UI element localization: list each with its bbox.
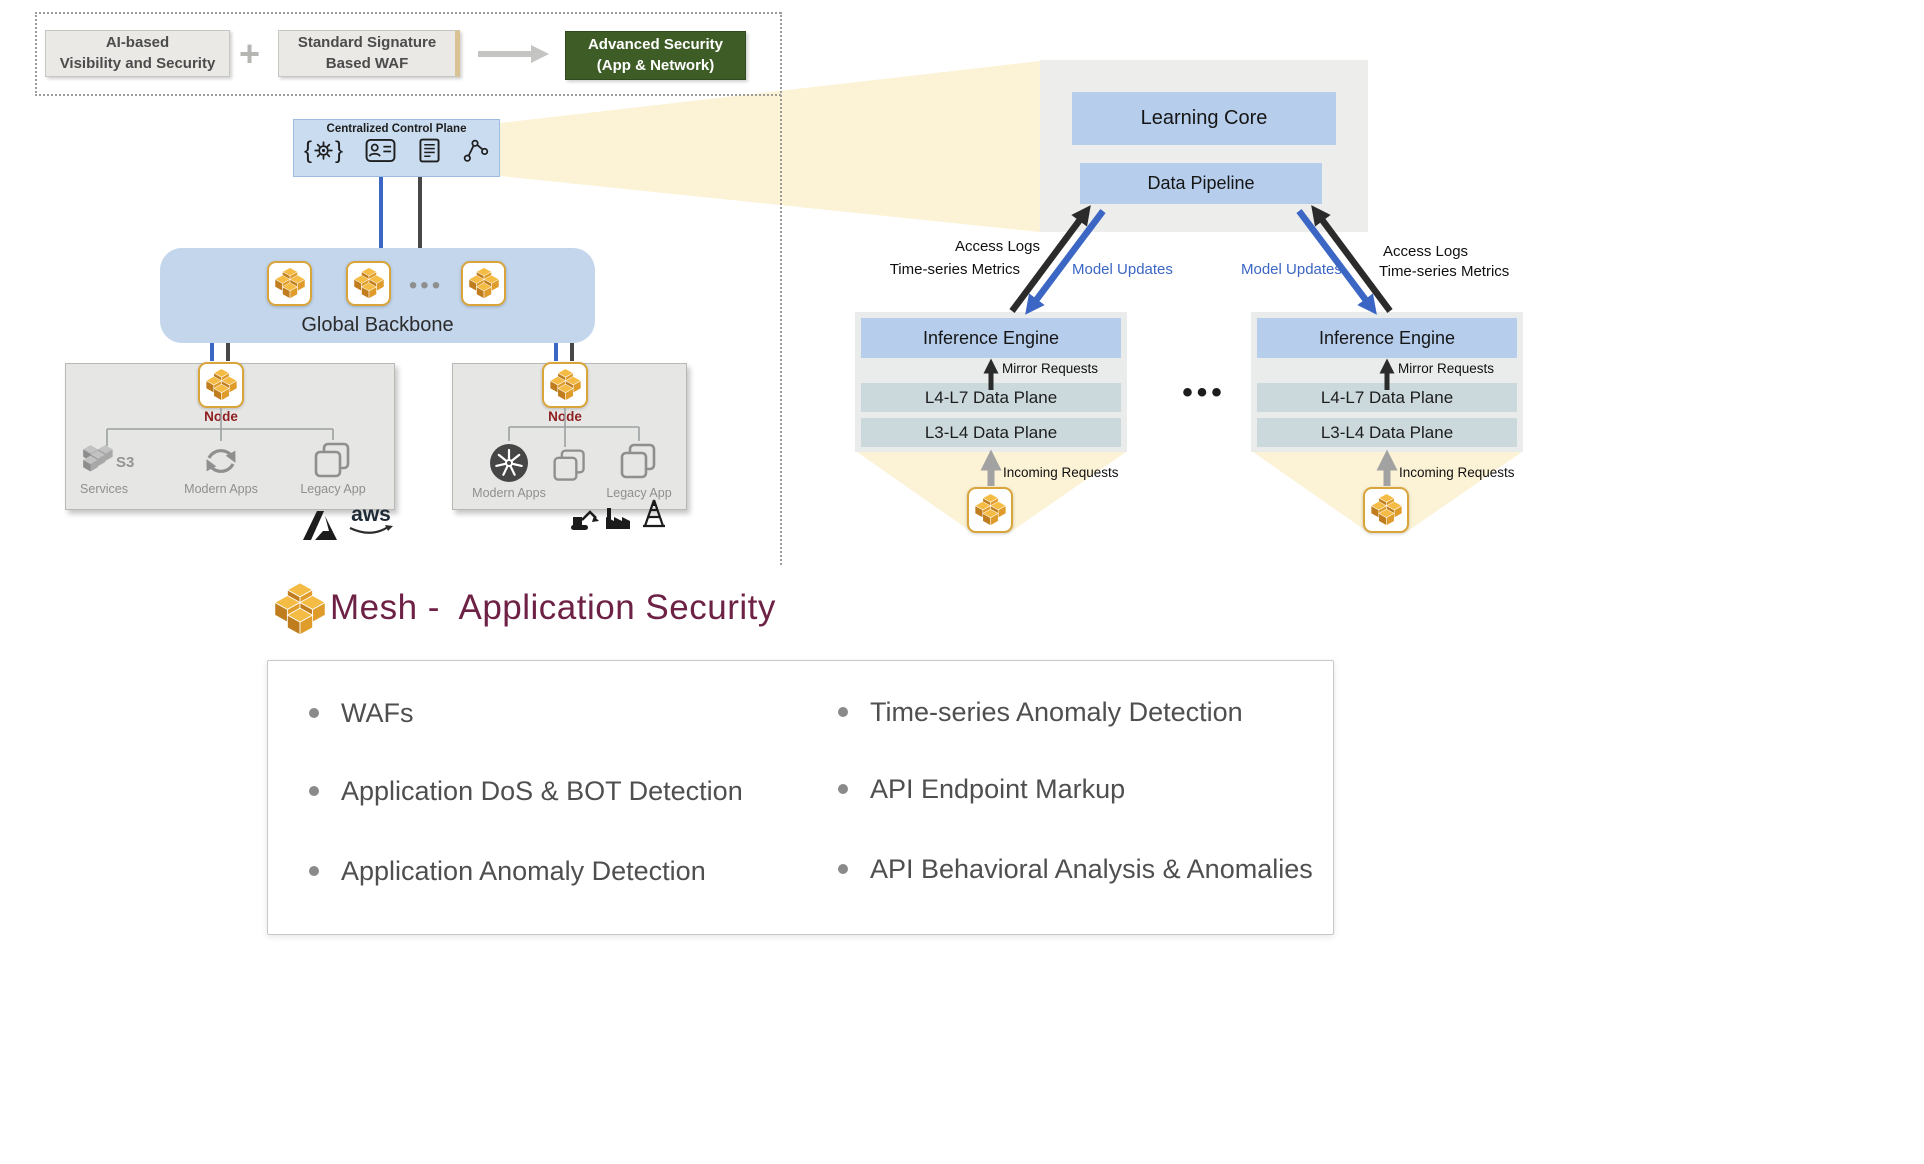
feature-item-app-anomaly: Application Anomaly Detection xyxy=(309,855,706,887)
bullet-icon xyxy=(309,866,319,876)
bullet-icon xyxy=(838,707,848,717)
legacy-app-squares-icon-right xyxy=(620,443,656,479)
time-series-metrics-label-left: Time-series Metrics xyxy=(889,261,1020,278)
access-logs-label-left: Access Logs xyxy=(954,238,1040,255)
gold-cubes-icon xyxy=(204,367,239,403)
global-backbone-label: Global Backbone xyxy=(301,314,454,336)
mesh-icon-backbone-1 xyxy=(267,261,312,306)
data-pipeline-box: Data Pipeline xyxy=(1080,163,1322,204)
inference-engine-box-right: Inference Engine xyxy=(1257,318,1517,358)
l3-l4-data-plane-left: L3-L4 Data Plane xyxy=(861,418,1121,447)
node-label-left: Node xyxy=(204,409,238,424)
oil-derrick-icon xyxy=(643,499,665,528)
advanced-security-box: Advanced Security (App & Network) xyxy=(565,31,746,80)
modern-apps-label-left: Modern Apps xyxy=(184,482,258,496)
feature-text: WAFs xyxy=(341,698,414,728)
bullet-icon xyxy=(309,708,319,718)
stack-ellipsis: ••• xyxy=(1182,376,1226,409)
gold-cubes-icon xyxy=(352,266,386,301)
centralized-control-plane-box: Centralized Control Plane { } xyxy=(293,119,500,177)
s3-services-icon xyxy=(83,445,113,472)
gold-cubes-icon xyxy=(1369,492,1404,528)
control-plane-detail-box xyxy=(1040,60,1368,232)
ai-visibility-box: AI-based Visibility and Security xyxy=(45,30,230,77)
feature-item-app-dos-bot: Application DoS & BOT Detection xyxy=(309,775,743,807)
identity-card-icon xyxy=(365,138,396,163)
feature-item-timeseries-anomaly: Time-series Anomaly Detection xyxy=(838,696,1243,728)
gold-cubes-icon xyxy=(273,266,307,301)
control-plane-label: Centralized Control Plane xyxy=(326,123,467,135)
feature-text: Time-series Anomaly Detection xyxy=(870,697,1243,727)
feature-text: API Behavioral Analysis & Anomalies xyxy=(870,854,1313,884)
l4-l7-data-plane-left: L4-L7 Data Plane xyxy=(861,383,1121,412)
mesh-icon-backbone-2 xyxy=(346,261,391,306)
feature-item-api-behavioral: API Behavioral Analysis & Anomalies xyxy=(838,853,1313,885)
zoom-beam xyxy=(500,61,1040,232)
aws-text: aws xyxy=(351,503,391,526)
page-title: Mesh - Application Security xyxy=(330,588,776,627)
mesh-icon-backbone-3 xyxy=(461,261,506,306)
feature-text: Application DoS & BOT Detection xyxy=(341,776,743,806)
mesh-icon-node-right xyxy=(542,362,588,408)
feature-text: Application Anomaly Detection xyxy=(341,856,706,886)
mirror-requests-label-right: Mirror Requests xyxy=(1398,361,1495,376)
features-box xyxy=(267,660,1334,935)
telemetry-graph-icon xyxy=(463,139,489,162)
services-label: Services xyxy=(80,482,128,496)
bullet-icon xyxy=(838,864,848,874)
mesh-icon-node-left xyxy=(198,362,244,408)
gold-cubes-icon xyxy=(973,492,1008,528)
gear-braces-icon: { } xyxy=(304,136,344,164)
incoming-requests-label-right: Incoming Requests xyxy=(1399,465,1515,480)
plus-sign: + xyxy=(239,33,261,74)
bullet-icon xyxy=(309,786,319,796)
access-logs-label-right: Access Logs xyxy=(1383,243,1469,260)
azure-logo xyxy=(303,511,337,540)
inference-engine-box-left: Inference Engine xyxy=(861,318,1121,358)
modern-apps-label-right: Modern Apps xyxy=(472,486,546,500)
formula-dotted-frame xyxy=(35,12,781,96)
learning-core-box: Learning Core xyxy=(1072,92,1336,145)
mirror-requests-label-left: Mirror Requests xyxy=(1002,361,1099,376)
feature-item-api-endpoint: API Endpoint Markup xyxy=(838,773,1125,805)
incoming-requests-label-left: Incoming Requests xyxy=(1003,465,1119,480)
legacy-app-squares-icon-left xyxy=(314,442,350,478)
bullet-icon xyxy=(838,784,848,794)
feature-item-wafs: WAFs xyxy=(309,697,413,729)
control-plane-icon-row: { } xyxy=(294,135,499,163)
gold-cubes-icon xyxy=(548,367,583,403)
node-label-right: Node xyxy=(548,409,582,424)
feature-text: API Endpoint Markup xyxy=(870,774,1126,804)
aws-logo: aws xyxy=(348,504,394,537)
gold-cubes-icon xyxy=(467,266,501,301)
mesh-title-icon xyxy=(272,580,328,639)
model-updates-label-left: Model Updates xyxy=(1072,261,1173,278)
time-series-metrics-label-right: Time-series Metrics xyxy=(1379,263,1510,280)
refresh-modern-apps-icon xyxy=(206,449,236,473)
factory-icon xyxy=(606,508,630,529)
legacy-app-label-left: Legacy App xyxy=(300,482,366,496)
signature-waf-box: Standard Signature Based WAF xyxy=(278,30,460,77)
kubernetes-icon xyxy=(490,444,528,482)
mesh-icon-ingress-left xyxy=(967,487,1013,533)
dotted-divider-line xyxy=(780,12,782,565)
app-squares-icon-right xyxy=(553,449,585,481)
policy-document-icon xyxy=(419,138,440,163)
legacy-app-label-right: Legacy App xyxy=(606,486,672,500)
backbone-ellipsis: ••• xyxy=(408,272,444,299)
l3-l4-data-plane-right: L3-L4 Data Plane xyxy=(1257,418,1517,447)
aws-smile-icon xyxy=(349,525,393,534)
model-updates-label-right: Model Updates xyxy=(1241,261,1342,278)
gear-icon xyxy=(314,141,333,160)
excavator-icon xyxy=(571,510,599,530)
l4-l7-data-plane-right: L4-L7 Data Plane xyxy=(1257,383,1517,412)
mesh-icon-ingress-right xyxy=(1363,487,1409,533)
s3-text: S3 xyxy=(116,454,135,471)
